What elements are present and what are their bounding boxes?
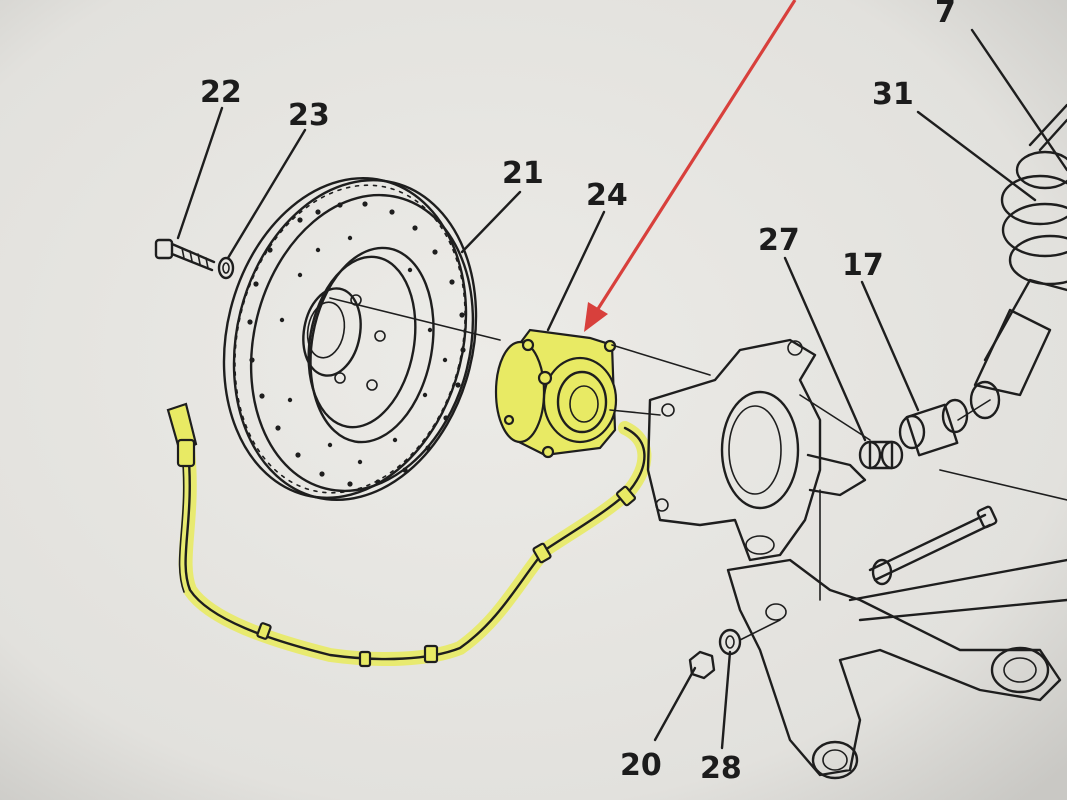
lower-bolt (868, 505, 998, 586)
lower-control-arm (726, 469, 1067, 780)
wheel-hub-bearing (494, 328, 618, 459)
steering-knuckle (646, 338, 867, 562)
abs-sensor-cable (166, 402, 652, 668)
red-arrow (584, 0, 797, 332)
callout-22: 22 (200, 75, 242, 110)
callout-27: 27 (758, 223, 800, 258)
brake-disc (222, 177, 478, 501)
bushing-17 (898, 380, 1001, 457)
leader-lines (176, 28, 1067, 750)
callout-23: 23 (288, 98, 330, 133)
callout-17: 17 (842, 248, 884, 283)
shock-absorber (973, 103, 1067, 397)
wheel-bolt (154, 238, 216, 272)
callout-28: 28 (700, 751, 742, 786)
washer (217, 256, 235, 280)
assembly-lines (329, 297, 991, 641)
callout-31: 31 (872, 77, 914, 112)
callout-20: 20 (620, 748, 662, 783)
bushing-27 (858, 440, 904, 470)
callout-24: 24 (586, 178, 628, 213)
callout-7: 7 (935, 0, 956, 30)
callout-21: 21 (502, 156, 544, 191)
